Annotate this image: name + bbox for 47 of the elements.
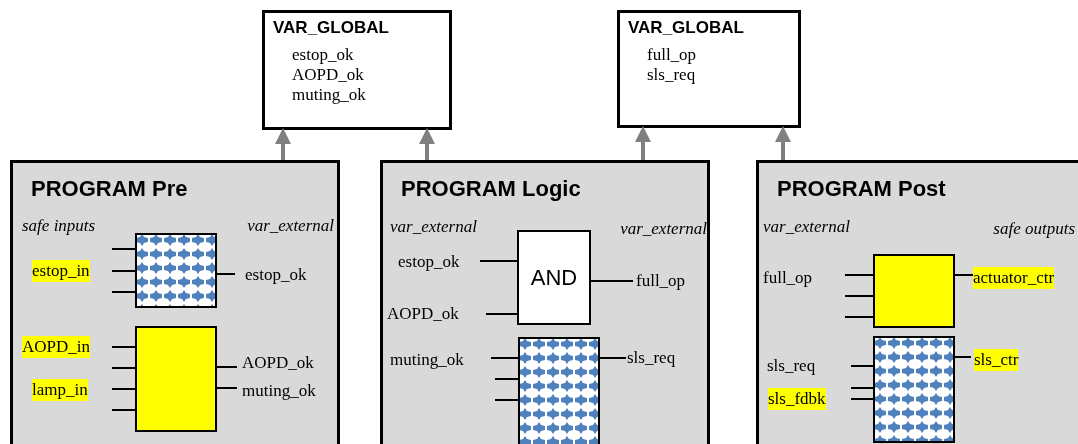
arrow <box>275 128 291 160</box>
signal-name: AOPD_ok <box>387 303 459 325</box>
function-block <box>517 230 591 325</box>
signal-name: estop_ok <box>245 264 307 286</box>
program-title: PROGRAM Post <box>777 175 946 203</box>
variable-name: AOPD_ok <box>292 65 364 85</box>
signal-name: AOPD_in <box>22 336 90 358</box>
signal-name: sls_fdbk <box>768 388 826 410</box>
block-label: AND <box>530 264 578 291</box>
function-block <box>873 336 955 443</box>
signal-name: muting_ok <box>390 349 464 371</box>
program-title: PROGRAM Logic <box>401 175 581 203</box>
signal-name: sls_req <box>627 347 676 369</box>
program-block <box>756 160 1078 444</box>
signal-name: muting_ok <box>242 380 316 402</box>
variable-block <box>262 10 452 130</box>
signal-name: AOPD_ok <box>242 352 314 374</box>
arrow <box>635 126 651 160</box>
arrow <box>419 128 435 160</box>
program-title: PROGRAM Pre <box>31 175 188 203</box>
function-block <box>135 233 217 308</box>
signal-name: estop_in <box>32 260 90 282</box>
function-block <box>135 326 217 432</box>
section-label: safe outputs <box>993 218 1075 240</box>
signal-name: lamp_in <box>32 379 88 401</box>
section-label: safe inputs <box>22 215 96 237</box>
signal-name: actuator_ctr <box>973 267 1055 289</box>
signal-name: full_op <box>763 267 813 289</box>
signal-name: sls_req <box>767 355 816 377</box>
program-block <box>10 160 340 444</box>
block-heading: VAR_GLOBAL <box>273 17 389 39</box>
section-label: var_external <box>247 215 334 237</box>
variable-block <box>617 10 801 128</box>
variable-name: sls_req <box>647 65 696 85</box>
section-label: var_external <box>620 218 707 240</box>
signal-name: full_op <box>636 270 686 292</box>
block-heading: VAR_GLOBAL <box>628 17 744 39</box>
arrow <box>775 126 791 160</box>
section-label: var_external <box>763 216 850 238</box>
variable-name: full_op <box>647 45 697 65</box>
signal-name: estop_ok <box>398 251 460 273</box>
variable-name: estop_ok <box>292 45 354 65</box>
function-block <box>873 254 955 328</box>
function-block <box>518 337 600 444</box>
section-label: var_external <box>390 216 477 238</box>
variable-name: muting_ok <box>292 85 366 105</box>
program-block <box>380 160 710 444</box>
